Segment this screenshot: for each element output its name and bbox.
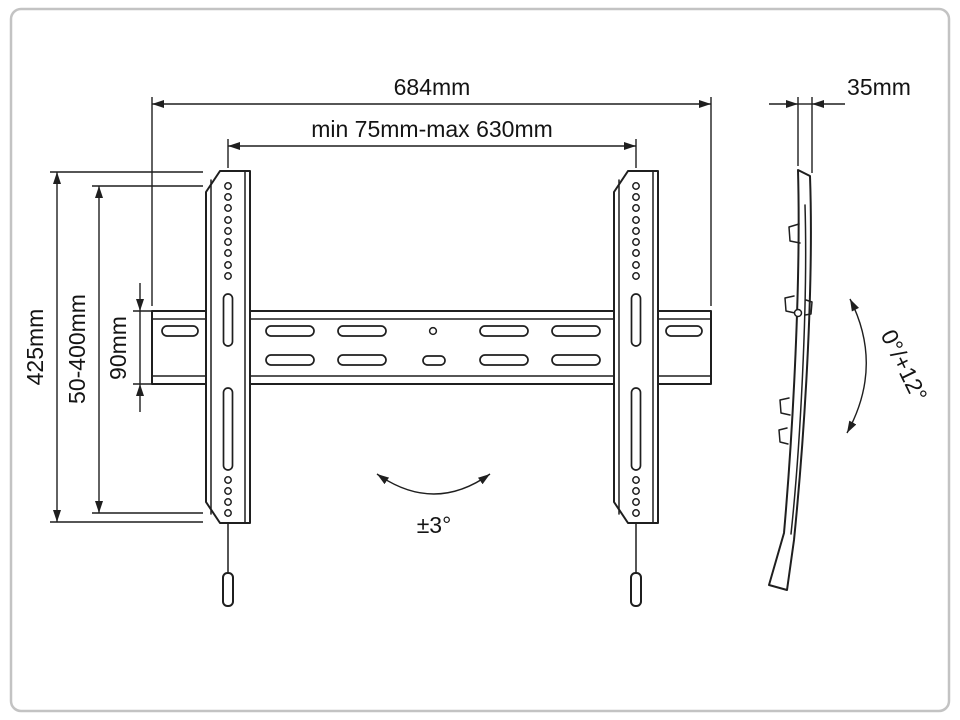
dim-bracket-span: min 75mm-max 630mm (227, 116, 637, 168)
plate-slots-lower-row (265, 354, 601, 366)
side-profile (768, 169, 812, 591)
dim-label-plate-height: 90mm (105, 316, 131, 380)
front-view (151, 170, 712, 607)
dim-total-width: 684mm (151, 74, 712, 306)
dim-label-total-width: 684mm (394, 74, 471, 100)
dim-plate-height: 90mm (105, 283, 203, 412)
right-pull-cord (630, 522, 642, 607)
right-vesa-bracket (613, 170, 659, 524)
annotation-swivel: ±3° (376, 473, 491, 538)
plate-slots-upper-row (161, 325, 703, 337)
annotation-tilt: 0°/+12° (846, 298, 933, 434)
dim-label-vesa-height: 50-400mm (64, 294, 90, 404)
dim-label-depth: 35mm (847, 74, 911, 100)
tilt-label: 0°/+12° (876, 325, 933, 405)
dim-vesa-height: 50-400mm (64, 185, 203, 514)
side-pivot-bolt (793, 308, 803, 318)
page-border (9, 7, 951, 713)
dim-depth: 35mm (769, 74, 911, 173)
left-pull-cord (222, 522, 234, 607)
tilt-arc-arrow (846, 298, 867, 434)
dim-label-total-height: 425mm (22, 309, 48, 386)
side-hook-top (788, 223, 801, 244)
swivel-label: ±3° (417, 512, 452, 538)
side-view (768, 169, 813, 591)
dim-label-bracket-span: min 75mm-max 630mm (311, 116, 553, 142)
side-hook-mid (784, 295, 796, 314)
left-vesa-bracket (205, 170, 251, 524)
swivel-arc-arrow (376, 473, 491, 495)
plate-center-hole (428, 326, 438, 336)
side-hook-lower (779, 397, 791, 416)
plate-center-slot (422, 355, 446, 366)
dim-total-height: 425mm (22, 171, 203, 523)
